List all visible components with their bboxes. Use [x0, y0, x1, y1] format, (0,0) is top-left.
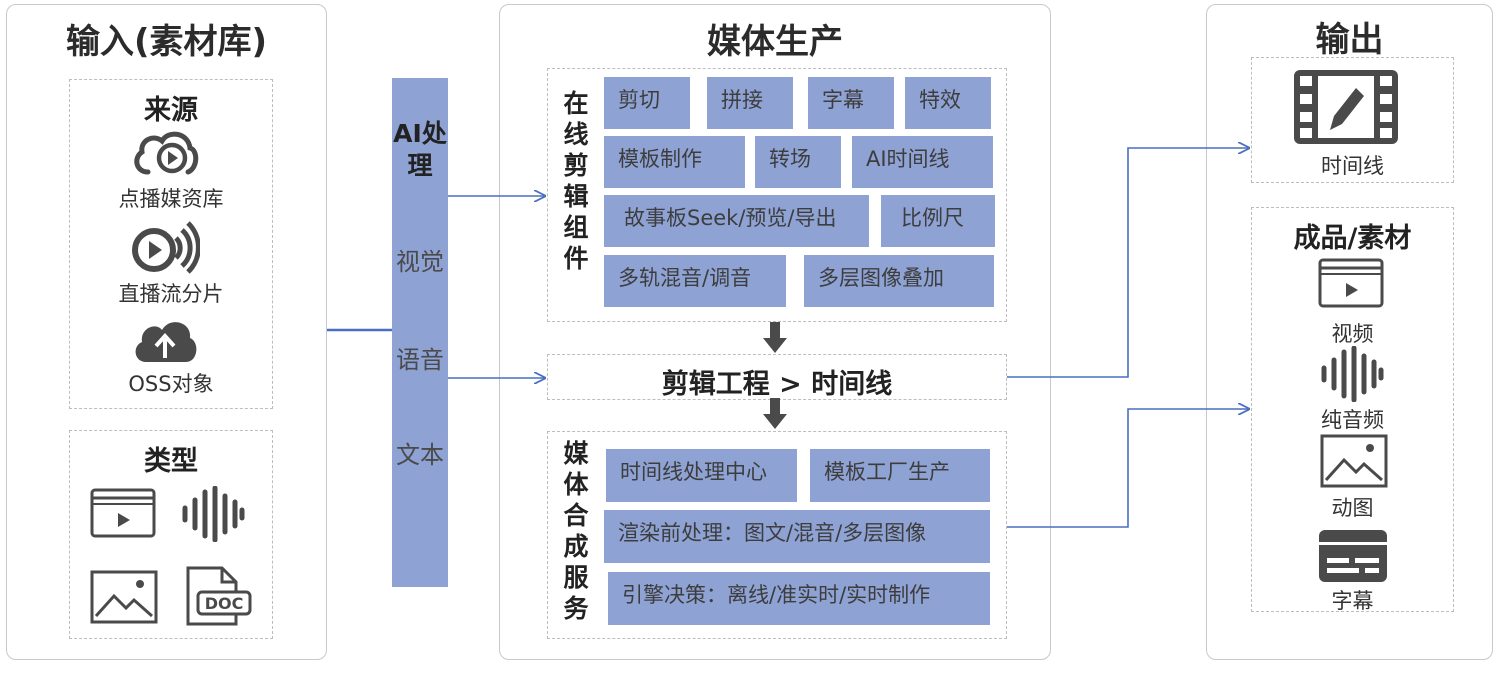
output-title: 输出 — [1315, 20, 1384, 60]
cloud-upload-icon — [135, 322, 197, 362]
compose-title: 媒体合成服务 — [563, 439, 589, 623]
chip-ai-timeline: AI时间线 — [852, 136, 993, 188]
chip-pre-render: 渲染前处理：图文/混音/多层图像 — [604, 510, 990, 563]
product-label-audio: 纯音频 — [1321, 408, 1384, 432]
down-arrow-icon — [763, 322, 787, 353]
chip-subtitle: 字幕 — [808, 77, 894, 129]
types-title: 类型 — [144, 446, 198, 477]
source-label-vod: 点播媒资库 — [118, 187, 224, 211]
chip-storyboard: 故事板Seek/预览/导出 — [604, 195, 869, 247]
video-icon — [1318, 258, 1384, 308]
chip-splice: 拼接 — [707, 77, 793, 129]
chip-multitrack-audio: 多轨混音/调音 — [604, 255, 786, 307]
video-icon — [90, 488, 156, 538]
image-icon — [90, 570, 158, 624]
source-label-oss: OSS对象 — [128, 372, 214, 396]
film-edit-icon — [1294, 70, 1398, 144]
ai-item-text: 文本 — [396, 441, 444, 469]
product-label-gif: 动图 — [1331, 496, 1374, 520]
timeline-label: 时间线 — [1321, 154, 1384, 178]
source-label-live: 直播流分片 — [118, 282, 224, 306]
chip-engine-decision: 引擎决策：离线/准实时/实时制作 — [608, 572, 990, 625]
subtitle-icon — [1319, 530, 1387, 582]
image-icon — [1320, 434, 1388, 488]
product-label-subtitle: 字幕 — [1331, 589, 1374, 613]
chip-template-factory: 模板工厂生产 — [810, 449, 990, 502]
live-broadcast-icon — [132, 221, 200, 274]
chip-timeline-center: 时间线处理中心 — [606, 449, 797, 502]
doc-file-icon — [186, 566, 252, 626]
ai-processing-column — [392, 78, 448, 587]
project-timeline-label: 剪辑工程 > 时间线 — [661, 369, 893, 400]
media-title: 媒体生产 — [707, 22, 843, 62]
sources-title: 来源 — [144, 95, 198, 126]
doc-badge-text: DOC — [204, 594, 244, 613]
chip-template: 模板制作 — [604, 136, 745, 188]
down-arrow-icon — [763, 398, 787, 429]
products-title: 成品/素材 — [1293, 223, 1412, 254]
ai-item-speech: 语音 — [396, 346, 444, 374]
chip-transition: 转场 — [755, 136, 841, 188]
editor-title: 在线剪辑组件 — [563, 89, 589, 273]
ai-title: AI处理 — [393, 119, 447, 180]
chip-effects: 特效 — [905, 77, 991, 129]
chip-layer-overlay: 多层图像叠加 — [804, 255, 994, 307]
cloud-play-icon — [134, 131, 199, 175]
audio-wave-icon — [182, 486, 245, 542]
chip-scale: 比例尺 — [881, 195, 995, 247]
ai-item-vision: 视觉 — [396, 248, 444, 276]
product-label-video: 视频 — [1331, 322, 1374, 346]
chip-cut: 剪切 — [604, 77, 690, 129]
input-title: 输入(素材库) — [65, 22, 268, 62]
audio-wave-icon — [1321, 346, 1384, 402]
